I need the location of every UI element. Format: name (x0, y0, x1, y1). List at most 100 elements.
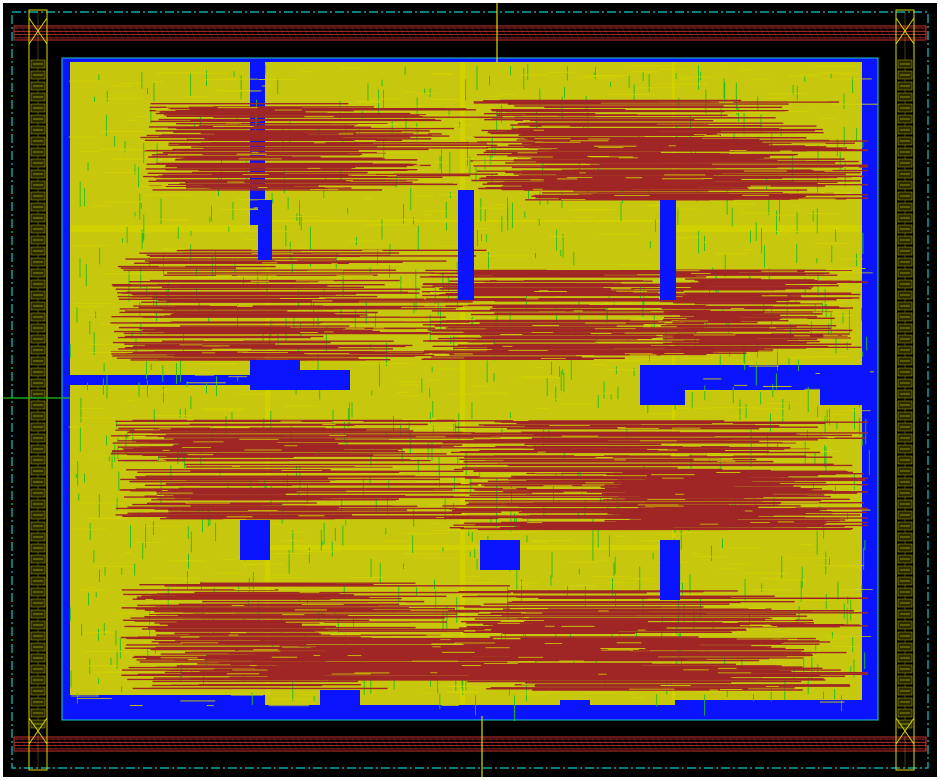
core-void (560, 700, 590, 718)
rail-hatch (501, 26, 508, 40)
rail-hatch (369, 26, 376, 40)
rail-hatch (69, 737, 76, 751)
rail-hatch (663, 26, 670, 40)
rail-hatch (783, 737, 790, 751)
rail-hatch (231, 737, 238, 751)
rail-hatch (777, 26, 784, 40)
rail-hatch (201, 26, 208, 40)
rail-hatch (15, 737, 22, 751)
rail-hatch (201, 737, 208, 751)
rail-hatch (135, 26, 142, 40)
rail-hatch (63, 26, 70, 40)
rail-hatch (603, 26, 610, 40)
rail-hatch (177, 26, 184, 40)
rail-hatch (597, 26, 604, 40)
rail-hatch (447, 737, 454, 751)
rail-hatch (879, 26, 886, 40)
rail-hatch (801, 737, 808, 751)
rail-hatch (411, 26, 418, 40)
rail-hatch (273, 26, 280, 40)
core-void (250, 360, 300, 390)
rail-hatch (243, 737, 250, 751)
rail-hatch (387, 737, 394, 751)
rail-hatch (189, 26, 196, 40)
rail-hatch (861, 26, 868, 40)
rail-hatch (675, 26, 682, 40)
rail-hatch (153, 26, 160, 40)
rail-hatch (87, 737, 94, 751)
rail-hatch (783, 26, 790, 40)
rail-hatch (747, 737, 754, 751)
rail-hatch (309, 26, 316, 40)
rail-hatch (303, 737, 310, 751)
rail-hatch (111, 737, 118, 751)
rail-hatch (453, 26, 460, 40)
rail-hatch (315, 737, 322, 751)
rail-hatch (111, 26, 118, 40)
rail-hatch (633, 26, 640, 40)
rail-hatch (357, 26, 364, 40)
rail-hatch (273, 737, 280, 751)
rail-hatch (657, 737, 664, 751)
rail-hatch (393, 737, 400, 751)
rail-hatch (849, 26, 856, 40)
rail-hatch (753, 737, 760, 751)
rail-hatch (777, 737, 784, 751)
rail-hatch (729, 26, 736, 40)
rail-hatch (357, 737, 364, 751)
core-void (660, 540, 680, 600)
rail-hatch (93, 737, 100, 751)
rail-hatch (519, 737, 526, 751)
rail-hatch (321, 737, 328, 751)
rail-hatch (885, 26, 892, 40)
rail-hatch (117, 737, 124, 751)
rail-hatch (573, 737, 580, 751)
rail-hatch (471, 737, 478, 751)
rail-hatch (813, 26, 820, 40)
rail-hatch (507, 26, 514, 40)
pad-corner (28, 717, 48, 745)
rail-hatch (543, 26, 550, 40)
power-ring-rails (13, 25, 928, 752)
rail-hatch (147, 26, 154, 40)
rail-hatch (699, 26, 706, 40)
rail-hatch (561, 26, 568, 40)
rail-hatch (189, 737, 196, 751)
rail-hatch (531, 737, 538, 751)
core-void (820, 370, 870, 405)
core-void (640, 365, 685, 405)
rail-hatch (279, 737, 286, 751)
rail-hatch (153, 737, 160, 751)
rail-hatch (765, 26, 772, 40)
rail-hatch (69, 26, 76, 40)
rail-hatch (549, 26, 556, 40)
rail-hatch (375, 737, 382, 751)
rail-hatch (729, 737, 736, 751)
rail-hatch (363, 26, 370, 40)
rail-hatch (177, 737, 184, 751)
power-rail-bottom (13, 736, 928, 752)
core-outline-rect (61, 57, 879, 721)
core-void (660, 200, 676, 300)
rail-hatch (405, 737, 412, 751)
rail-hatch (339, 737, 346, 751)
rail-hatch (819, 26, 826, 40)
rail-hatch (657, 26, 664, 40)
rail-hatch (633, 737, 640, 751)
rail-hatch (585, 26, 592, 40)
rail-hatch (705, 737, 712, 751)
rail-hatch (831, 26, 838, 40)
rail-hatch (285, 737, 292, 751)
rail-hatch (351, 737, 358, 751)
rail-hatch (501, 737, 508, 751)
rail-hatch (831, 737, 838, 751)
rail-hatch (21, 26, 28, 40)
rail-hatch (327, 26, 334, 40)
rail-hatch (21, 737, 28, 751)
rail-hatch (915, 737, 922, 751)
rail-hatch (369, 737, 376, 751)
rail-hatch (921, 26, 928, 40)
rail-hatch (759, 26, 766, 40)
rail-hatch (555, 737, 562, 751)
